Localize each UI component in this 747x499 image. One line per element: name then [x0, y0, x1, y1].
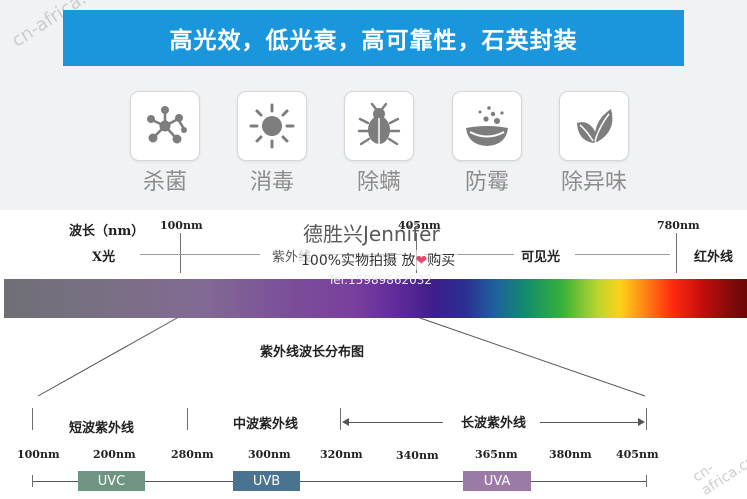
- tick-780nm: 780nm: [657, 219, 700, 232]
- uv-tick-300nm: 300nm: [248, 448, 291, 461]
- feature-tile-mite: [344, 91, 414, 161]
- uv-axis-line: [32, 481, 646, 482]
- shop-slogan-a: 100%实物拍摄: [301, 253, 398, 269]
- heart-icon: ❤: [415, 253, 428, 269]
- medium-wave-label: 中波紫外线: [233, 417, 299, 432]
- shop-slogan: 100%实物拍摄 放❤购买: [298, 250, 459, 270]
- uv-tick-340nm: 340nm: [396, 449, 439, 462]
- uvc-box: UVC: [78, 471, 145, 491]
- uv-tick-405nm: 405nm: [616, 448, 659, 461]
- uva-box: UVA: [463, 471, 531, 491]
- infrared-label: 红外线: [694, 250, 734, 265]
- tick-100nm: 100nm: [160, 219, 203, 232]
- bug-icon: [357, 102, 401, 146]
- feature-label-odor: 除异味: [560, 170, 627, 195]
- uv-tick-365nm: 365nm: [475, 448, 518, 461]
- uv-tick-100nm: 100nm: [17, 448, 60, 461]
- headline-banner: 高光效，低光衰，高可靠性，石英封装: [63, 10, 684, 66]
- xray-label: X光: [92, 250, 116, 265]
- long-wave-line-left: [348, 422, 443, 423]
- feature-label-disinfect: 消毒: [249, 170, 294, 195]
- short-wave-label: 短波紫外线: [69, 421, 135, 436]
- arrow-left-icon: [342, 418, 349, 426]
- feature-tile-disinfect: [237, 91, 307, 161]
- uvc-label: UVC: [97, 473, 126, 489]
- divider-100nm: [180, 233, 181, 273]
- uv-axis-end-left: [32, 475, 33, 487]
- long-wave-line-right: [540, 422, 638, 423]
- visible-range-line-right: [575, 254, 670, 255]
- uv-tick-380nm: 380nm: [549, 448, 592, 461]
- uv-axis-end-right: [646, 475, 647, 487]
- arrow-right-icon: [638, 418, 645, 426]
- uva-label: UVA: [483, 473, 511, 489]
- divider-780nm: [676, 233, 677, 273]
- shop-tel: Tel:15989862032: [328, 273, 433, 287]
- uv-tick-320nm: 320nm: [320, 448, 363, 461]
- feature-label-mite: 除螨: [356, 170, 401, 195]
- uvb-label: UVB: [252, 473, 281, 489]
- uv-tick-280nm: 280nm: [171, 448, 214, 461]
- feature-label-sterilize: 杀菌: [142, 170, 187, 195]
- xray-range-line: [140, 254, 260, 255]
- molecule-icon: [147, 106, 187, 144]
- sun-icon: [249, 103, 295, 149]
- long-wave-label: 长波紫外线: [461, 416, 527, 431]
- shop-slogan-c: 购买: [427, 253, 456, 269]
- visible-range-line-left: [424, 254, 514, 255]
- spectrum-bar: [4, 279, 747, 318]
- uv-divider-405: [646, 408, 647, 430]
- feature-tile-sterilize: [130, 91, 200, 161]
- feature-label-mold: 防霉: [464, 170, 509, 195]
- headline-text: 高光效，低光衰，高可靠性，石英封装: [169, 28, 578, 54]
- bowl-icon: [466, 106, 508, 146]
- feature-tile-mold: [452, 91, 522, 161]
- uv-divider-100: [32, 408, 33, 430]
- uv-divider-320: [340, 408, 341, 430]
- uv-divider-280: [187, 408, 188, 430]
- wavelength-label: 波长（nm）: [69, 224, 145, 239]
- visible-label: 可见光: [521, 250, 561, 265]
- uv-tick-200nm: 200nm: [93, 448, 136, 461]
- uvb-box: UVB: [233, 471, 300, 491]
- shop-slogan-b: 放: [401, 253, 416, 269]
- distribution-title: 紫外线波长分布图: [260, 345, 365, 360]
- feature-tile-odor: [559, 91, 629, 161]
- shop-name: 德胜兴Jennifer: [303, 222, 440, 246]
- leaf-icon: [577, 109, 613, 143]
- tick-405nm: 405nm: [398, 219, 441, 232]
